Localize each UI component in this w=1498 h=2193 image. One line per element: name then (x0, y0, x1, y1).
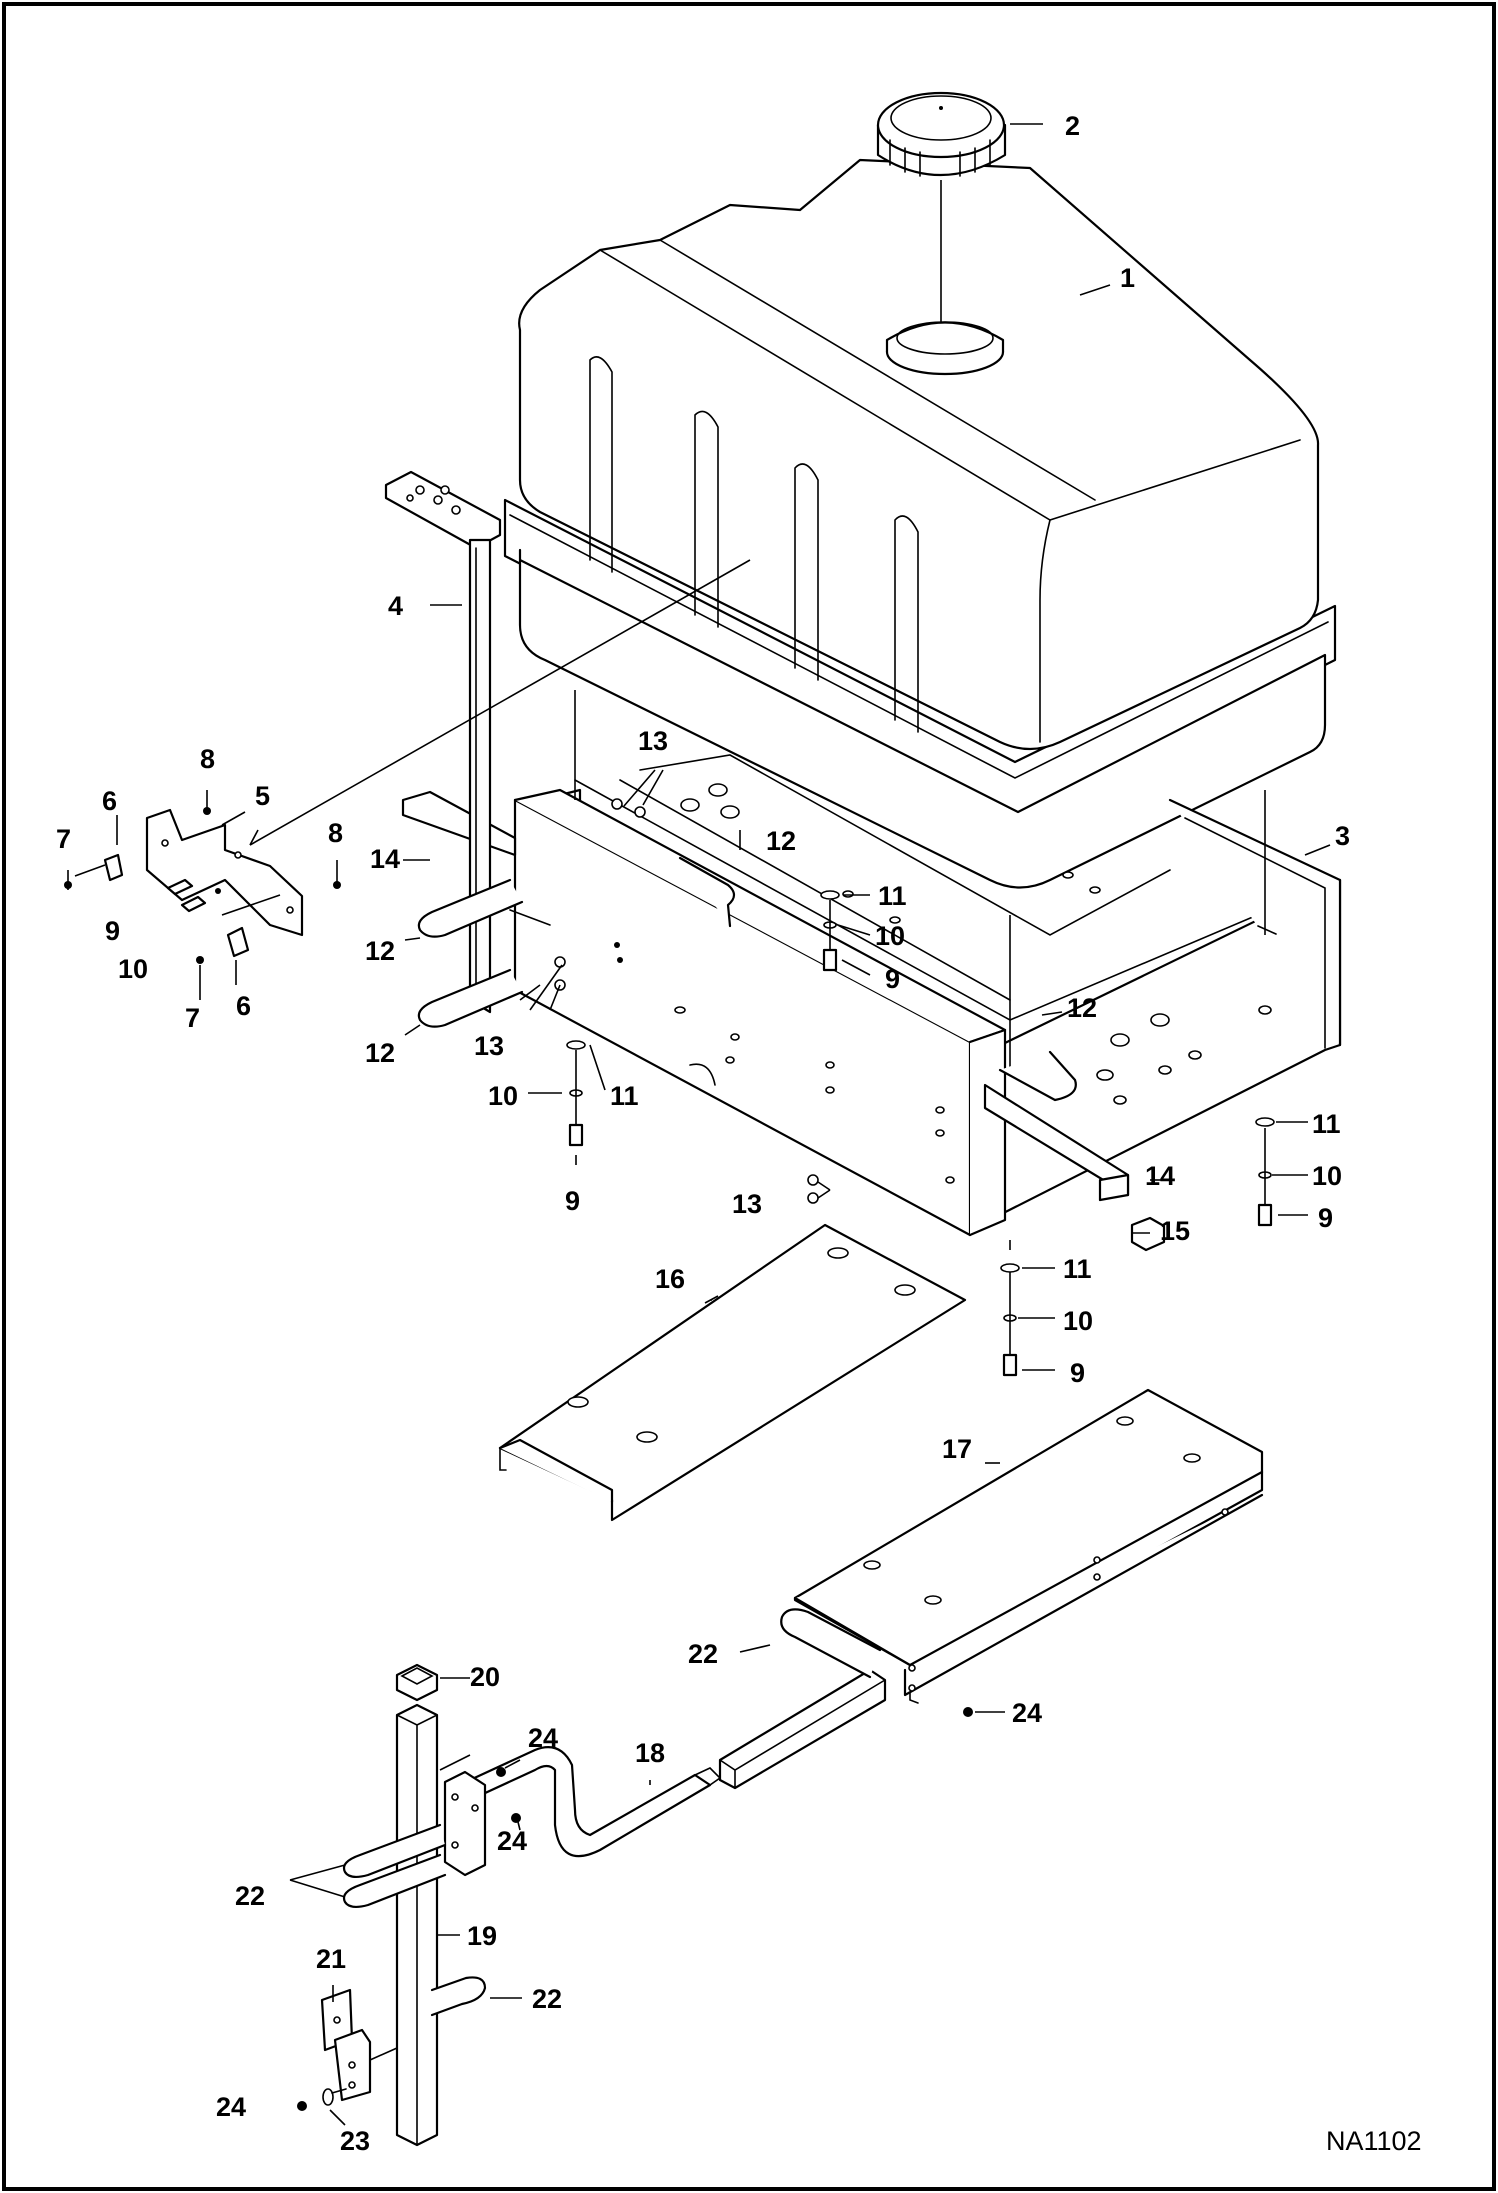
callout-7a: 7 (56, 824, 71, 854)
callout-7b: 7 (185, 1003, 200, 1033)
upright-post (395, 1703, 439, 2147)
callout-8b: 8 (328, 818, 343, 848)
callout-22c: 22 (532, 1984, 562, 2014)
callout-22a: 22 (688, 1639, 718, 1669)
callout-14a: 14 (370, 844, 400, 874)
u-bolt (417, 856, 1077, 1102)
callout-9c: 9 (565, 1186, 580, 1216)
alignment-line (249, 559, 751, 846)
callout-24a: 24 (1012, 1698, 1042, 1728)
callout-24b: 24 (528, 1723, 558, 1753)
callout-11a: 11 (878, 881, 907, 911)
callout-10a: 10 (118, 954, 148, 984)
callout-17: 17 (942, 1434, 972, 1464)
fill-cap (876, 91, 1007, 322)
callout-11b: 11 (610, 1081, 639, 1111)
callout-9b: 9 (885, 964, 900, 994)
callout-6a: 6 (102, 786, 117, 816)
callout-5: 5 (255, 781, 270, 811)
callout-12d: 12 (1067, 993, 1097, 1023)
callout-12b: 12 (365, 1038, 395, 1068)
callout-9d: 9 (1318, 1203, 1333, 1233)
callout-10d: 10 (1312, 1161, 1342, 1191)
callout-23: 23 (340, 2126, 370, 2156)
callout-24c: 24 (497, 1826, 527, 1856)
callout-13a: 13 (638, 726, 668, 756)
clamp-plate (443, 1770, 487, 1877)
callout-10b: 10 (875, 921, 905, 951)
callout-13c: 13 (732, 1189, 762, 1219)
callout-21: 21 (316, 1944, 346, 1974)
callout-18: 18 (635, 1738, 665, 1768)
callout-10c: 10 (488, 1081, 518, 1111)
callout-9a: 9 (105, 916, 120, 946)
callout-6b: 6 (236, 991, 251, 1021)
callout-19: 19 (467, 1921, 497, 1951)
bolt-stack (528, 890, 1308, 1377)
arm-tube (468, 1668, 887, 1858)
callout-24d: 24 (216, 2092, 246, 2122)
callout-3: 3 (1335, 821, 1350, 851)
callout-11c: 11 (1312, 1109, 1341, 1139)
callout-14b: 14 (1145, 1161, 1175, 1191)
clip-bracket (320, 1988, 398, 2106)
callout-12c: 12 (766, 826, 796, 856)
callout-16: 16 (655, 1264, 685, 1294)
callout-8a: 8 (200, 744, 215, 774)
end-plug (1130, 1216, 1166, 1252)
callout-22b: 22 (235, 1881, 265, 1911)
callout-9e: 9 (1070, 1358, 1085, 1388)
leader-lines (67, 123, 1331, 2126)
front-rail (509, 788, 1007, 1237)
callout-labels: 2 1 3 4 5 8 6 7 8 9 10 7 6 14 12 12 13 1… (56, 111, 1350, 2156)
mounting-bracket (64, 807, 341, 964)
tank-frame (518, 754, 1342, 1232)
callout-20: 20 (470, 1662, 500, 1692)
callout-11d: 11 (1063, 1254, 1092, 1284)
nut-24 (297, 1707, 1005, 2111)
callout-10e: 10 (1063, 1306, 1093, 1336)
callout-15: 15 (1160, 1216, 1190, 1246)
drawing-code: NA1102 (1326, 2126, 1422, 2156)
mounting-plate-17 (793, 1388, 1264, 1704)
u-bolt-22 (342, 1608, 882, 2017)
nut (529, 769, 831, 1204)
callout-2: 2 (1065, 111, 1080, 141)
callout-12a: 12 (365, 936, 395, 966)
mounting-plate-16 (498, 1223, 967, 1522)
tank (503, 158, 1337, 889)
post-cap (395, 1663, 470, 1702)
callout-13b: 13 (474, 1031, 504, 1061)
callout-1: 1 (1120, 263, 1135, 293)
callout-4: 4 (388, 591, 403, 621)
